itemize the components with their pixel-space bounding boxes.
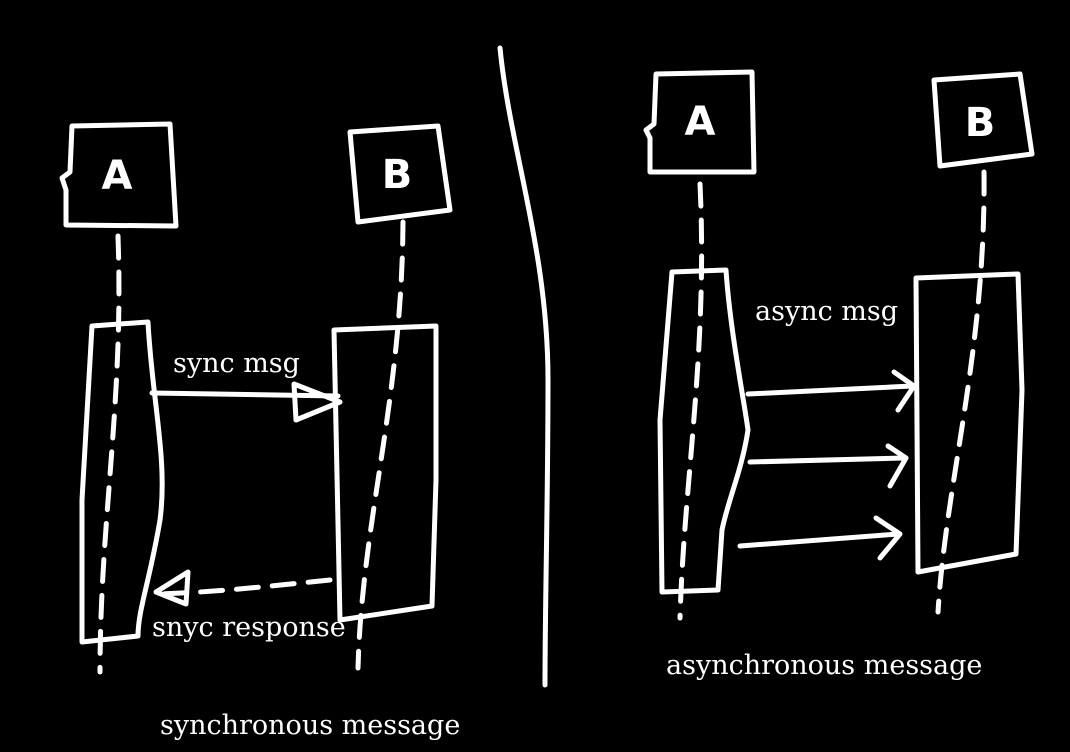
sync-lifeline-b [355,219,406,671]
sync-message-label: sync msg [173,348,300,379]
sync-panel: A B sync msg snyc response synchronous m… [59,121,460,741]
async-message-arrow-2 [747,455,907,465]
async-actor-b-box [931,71,1035,169]
sync-response-label: snyc response [152,612,346,643]
sync-actor-a-box [59,121,179,229]
async-actor-a-label: A [685,99,716,145]
panel-divider [497,45,551,688]
async-activation-a [657,267,751,595]
async-message-arrowhead-1 [891,369,917,413]
sync-lifeline-a [97,233,122,675]
sync-caption: synchronous message [160,710,460,741]
sync-response-arrowhead [153,569,191,607]
async-panel: A B async msg asynchronous message [643,69,1035,681]
async-actor-a-box [643,69,757,175]
sync-actor-b-box [347,123,453,225]
sync-actor-b-label: B [382,152,413,198]
async-message-label: async msg [755,296,898,327]
sync-message-arrowhead [291,381,343,423]
async-message-arrow-3 [737,531,901,549]
async-caption: asynchronous message [666,650,982,681]
sync-activation-a [79,319,165,645]
async-message-arrowhead-3 [873,515,903,561]
sync-activation-b [331,323,439,623]
async-lifeline-a [677,181,705,621]
sync-response-arrow [155,577,333,597]
sync-actor-a-label: A [102,153,133,199]
async-actor-b-label: B [965,100,996,146]
async-lifeline-b [935,169,987,615]
async-message-arrow-1 [745,383,915,397]
async-activation-b [913,271,1025,575]
sync-message-arrow [149,390,341,399]
async-message-arrowhead-2 [885,443,909,489]
